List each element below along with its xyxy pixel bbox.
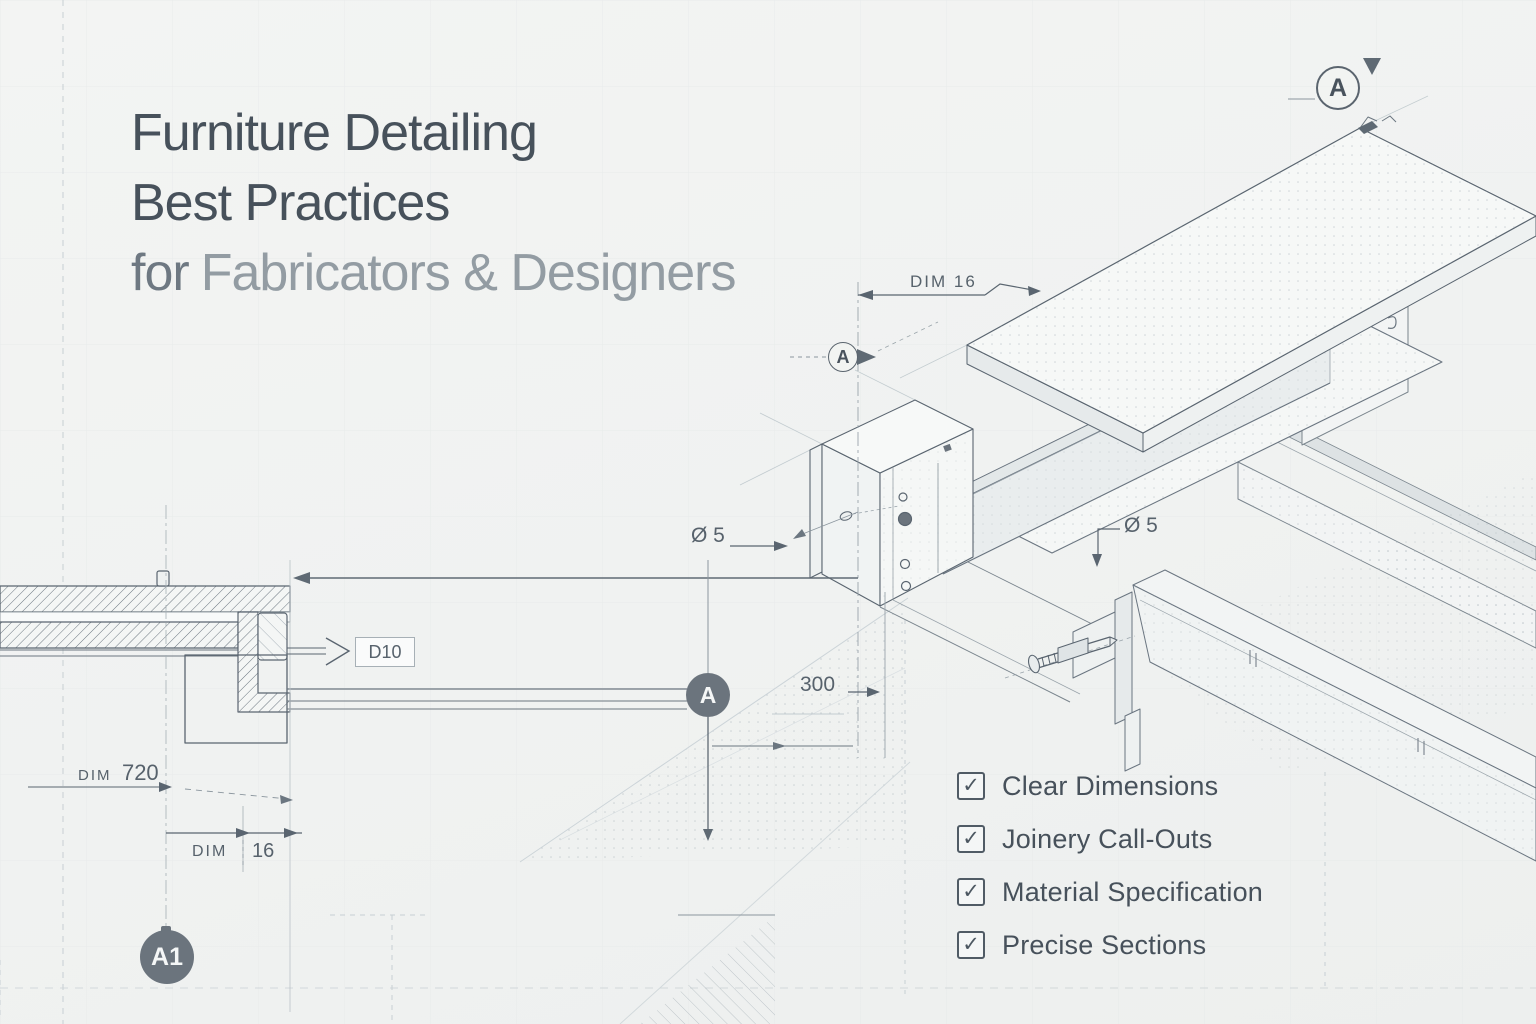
check-icon: ✓: [962, 826, 980, 850]
check-icon: ✓: [962, 932, 980, 956]
dim-720-prefix: DIM: [78, 767, 112, 784]
section-marker-side-label: A: [836, 346, 850, 367]
checkbox[interactable]: ✓: [957, 772, 985, 800]
dimension-annotations: [28, 58, 1381, 1012]
section-marker-top: A: [1316, 66, 1360, 110]
section-marker-top-label: A: [1328, 73, 1348, 102]
dim-16-value: 16: [252, 840, 275, 862]
dowel-callout-box: D10: [355, 637, 415, 667]
check-icon: ✓: [962, 879, 980, 903]
checkbox[interactable]: ✓: [957, 825, 985, 853]
checklist-item: ✓ Precise Sections: [957, 929, 1263, 961]
checklist-item-label: Clear Dimensions: [1002, 770, 1219, 801]
checklist-item-label: Precise Sections: [1002, 929, 1207, 960]
checklist-item: ✓ Joinery Call-Outs: [957, 823, 1263, 855]
feature-checklist: ✓ Clear Dimensions ✓ Joinery Call-Outs ✓…: [957, 770, 1263, 982]
section-node-label: A: [699, 681, 717, 708]
dim-label-720: DIM 720: [78, 760, 159, 786]
title-line-1: Furniture Detailing: [131, 104, 538, 162]
title-line-3-prefix: for: [131, 244, 190, 302]
section-node-marker: A: [686, 673, 730, 717]
check-icon: ✓: [962, 773, 980, 797]
checkbox[interactable]: ✓: [957, 931, 985, 959]
bolt: [1027, 636, 1118, 674]
isometric-view: [809, 115, 1536, 862]
dim-label-top: DIM 16: [910, 272, 977, 291]
title-line-2: Best Practices: [131, 174, 450, 232]
checklist-item-label: Joinery Call-Outs: [1002, 823, 1213, 854]
checklist-item: ✓ Clear Dimensions: [957, 770, 1263, 802]
diameter-label-right: Ø 5: [1124, 514, 1158, 537]
dim-720-value: 720: [121, 760, 159, 785]
diameter-label-left: Ø 5: [691, 524, 725, 547]
length-label-300: 300: [800, 673, 836, 696]
detail-marker-a1-label: A1: [151, 942, 183, 971]
construction-lines: [519, 95, 1429, 1024]
title-line-3-highlight: Fabricators & Designers: [200, 244, 737, 302]
checklist-item: ✓ Material Specification: [957, 876, 1263, 908]
section-marker-side: A: [828, 342, 858, 372]
dim-16-prefix: DIM: [192, 843, 228, 860]
section-view: [0, 570, 687, 744]
detail-marker-a1: A1: [140, 930, 194, 984]
checklist-item-label: Material Specification: [1002, 876, 1264, 907]
checkbox[interactable]: ✓: [957, 878, 985, 906]
